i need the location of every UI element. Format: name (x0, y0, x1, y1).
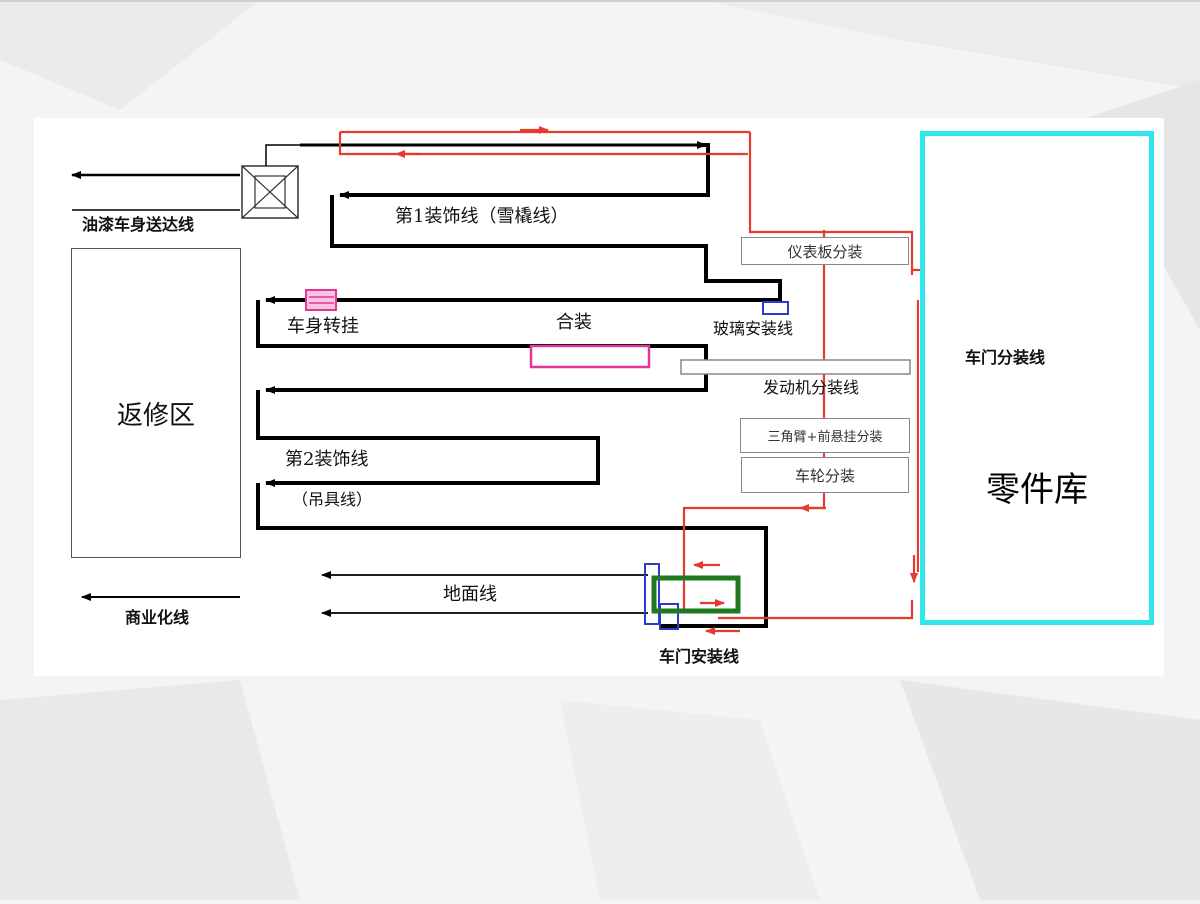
main-assembly-flow (256, 141, 782, 628)
station-wishbone-suspension-label: 三角臂+前悬挂分装 (767, 430, 883, 445)
parts-warehouse-label: 零件库 (986, 470, 1088, 510)
label-door-subassembly: 车门分装线 (965, 348, 1046, 367)
transfer-station-box (241, 144, 300, 219)
parts-warehouse: 零件库 (920, 131, 1154, 625)
label-body-transfer: 车身转挂 (287, 316, 359, 337)
glass-install-marker (762, 301, 789, 315)
door-install-markers (644, 563, 741, 630)
label-trim-line-1: 第1装饰线（雪橇线） (395, 206, 569, 227)
floor-line-arrows (321, 571, 648, 617)
label-door-install: 车门安装线 (659, 647, 740, 666)
station-instrument-panel: 仪表板分装 (741, 237, 909, 265)
label-engine-subassembly: 发动机分装线 (763, 378, 860, 397)
station-instrument-panel-label: 仪表板分装 (787, 242, 863, 261)
label-paint-body-line: 油漆车身送达线 (82, 215, 195, 234)
engine-subassembly-bar (680, 359, 911, 375)
paint-body-line (71, 171, 240, 211)
station-wheel-label: 车轮分装 (794, 466, 855, 485)
station-wishbone-suspension: 三角臂+前悬挂分装 (740, 418, 910, 453)
label-trim-line-2-sub: （吊具线） (292, 490, 373, 509)
label-trim-line-2: 第2装饰线 (285, 449, 369, 470)
marriage-marker (529, 344, 651, 369)
repair-area-label: 返修区 (116, 401, 195, 431)
label-floor-line: 地面线 (443, 584, 497, 605)
label-commercial-line: 商业化线 (125, 608, 190, 627)
station-wheel: 车轮分装 (741, 457, 909, 493)
body-transfer-marker (305, 289, 337, 311)
label-glass-install: 玻璃安装线 (713, 319, 794, 338)
label-marriage: 合装 (556, 312, 592, 333)
repair-area: 返修区 (71, 248, 241, 558)
